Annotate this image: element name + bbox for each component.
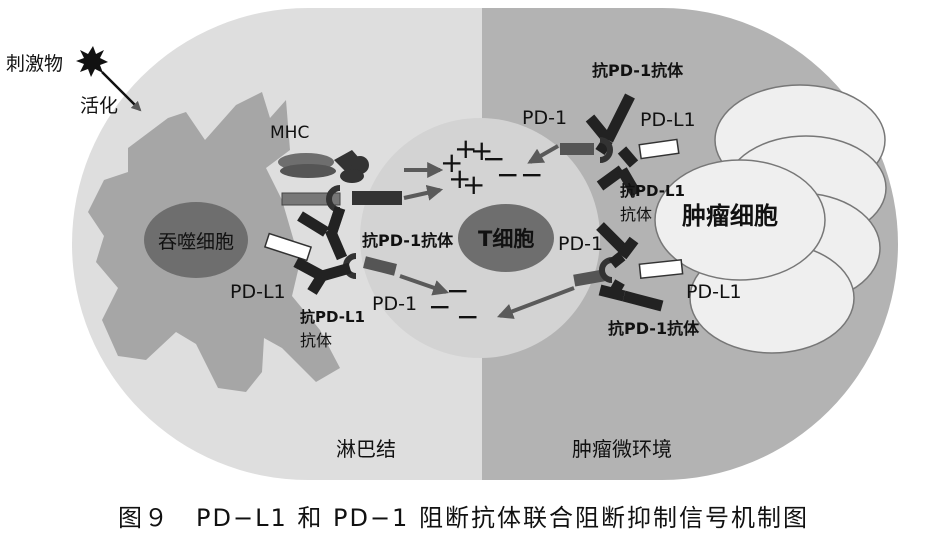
anti-pd1-label-top: 抗PD-1抗体 bbox=[592, 61, 684, 80]
t-cell-nucleus bbox=[458, 204, 554, 272]
activation-label: 活化 bbox=[80, 95, 118, 117]
anti-pd1-label-left: 抗PD-1抗体 bbox=[362, 231, 454, 250]
plus-sign: + bbox=[454, 132, 477, 165]
minus-sign: − bbox=[428, 290, 451, 323]
pdl1-label-bottom-right: PD-L1 bbox=[686, 281, 742, 303]
positive-signals: + + + + + bbox=[440, 132, 493, 201]
pd1-label-top-right: PD-1 bbox=[522, 107, 567, 129]
macrophage-label: 吞噬细胞 bbox=[158, 231, 234, 253]
stimulus-label: 刺激物 bbox=[6, 53, 63, 75]
signal-arrows bbox=[399, 144, 575, 319]
pdl1-label-left: PD-L1 bbox=[230, 281, 286, 303]
pdl1-ligand-bottom-right bbox=[638, 259, 684, 279]
mhc-complex bbox=[278, 150, 369, 183]
minus-sign: − bbox=[496, 158, 519, 191]
macrophage-nucleus bbox=[144, 202, 248, 278]
anti-pdl1-antibody-right bbox=[596, 146, 641, 197]
anti-pd1-label-bottom: 抗PD-1抗体 bbox=[608, 319, 700, 338]
negative-signals-top: − − − bbox=[482, 142, 543, 191]
anti-pdl1-label-right-2: 抗体 bbox=[620, 205, 652, 224]
plus-sign: + bbox=[440, 146, 463, 179]
arrow-pd1-top-right-to-negative bbox=[527, 144, 559, 164]
anti-pdl1-label-right-1: 抗PD-L1 bbox=[620, 182, 685, 200]
anti-pd1-antibody-left bbox=[297, 206, 348, 261]
lymph-node-label: 淋巴结 bbox=[336, 437, 396, 461]
minus-sign: − bbox=[446, 274, 469, 307]
arrow-tcr-to-tcell bbox=[403, 184, 444, 201]
pdl1-ligand-left bbox=[263, 232, 313, 262]
anti-pdl1-label-left-2: 抗体 bbox=[300, 331, 332, 350]
arrow-pd1-bottom-right-to-negative bbox=[497, 286, 575, 319]
pdl1-ligand-top-right bbox=[638, 138, 680, 160]
activation-arrow bbox=[101, 71, 142, 112]
figure-caption: 图９ PD−L1 和 PD−1 阻断抗体联合阻断抑制信号机制图 bbox=[118, 504, 809, 532]
anti-pd1-antibody-bottom-right bbox=[598, 279, 664, 312]
mhc-label: MHC bbox=[270, 123, 309, 143]
pd1-label-bottom-left: PD-1 bbox=[372, 293, 417, 315]
pdl1-label-top-right: PD-L1 bbox=[640, 109, 696, 131]
minus-sign: − bbox=[456, 300, 479, 333]
t-cell-label: T细胞 bbox=[478, 227, 534, 251]
tumor-microenvironment-label: 肿瘤微环境 bbox=[572, 437, 672, 461]
arrow-pd1-left-to-negative bbox=[399, 274, 450, 296]
anti-pdl1-antibody-left bbox=[293, 257, 352, 295]
tumor-cell-cluster bbox=[654, 84, 887, 354]
tumor-cell-lobe bbox=[654, 159, 826, 281]
pd1-receptor-mid-right bbox=[573, 257, 613, 287]
plus-sign: + bbox=[448, 162, 471, 195]
anti-pd1-antibody-mid-right bbox=[596, 222, 639, 269]
pd1-receptor-top-right bbox=[560, 137, 613, 163]
tumor-cell-label: 肿瘤细胞 bbox=[682, 202, 778, 230]
plus-sign: + bbox=[462, 168, 485, 201]
plus-sign: + bbox=[470, 134, 493, 167]
minus-sign: − bbox=[520, 158, 543, 191]
negative-signals-bottom: − − − bbox=[428, 274, 479, 333]
stimulus-burst-icon bbox=[76, 46, 108, 77]
minus-sign: − bbox=[482, 142, 505, 175]
pd1-label-mid-right: PD-1 bbox=[558, 233, 603, 255]
anti-pdl1-label-left-1: 抗PD-L1 bbox=[300, 308, 365, 326]
